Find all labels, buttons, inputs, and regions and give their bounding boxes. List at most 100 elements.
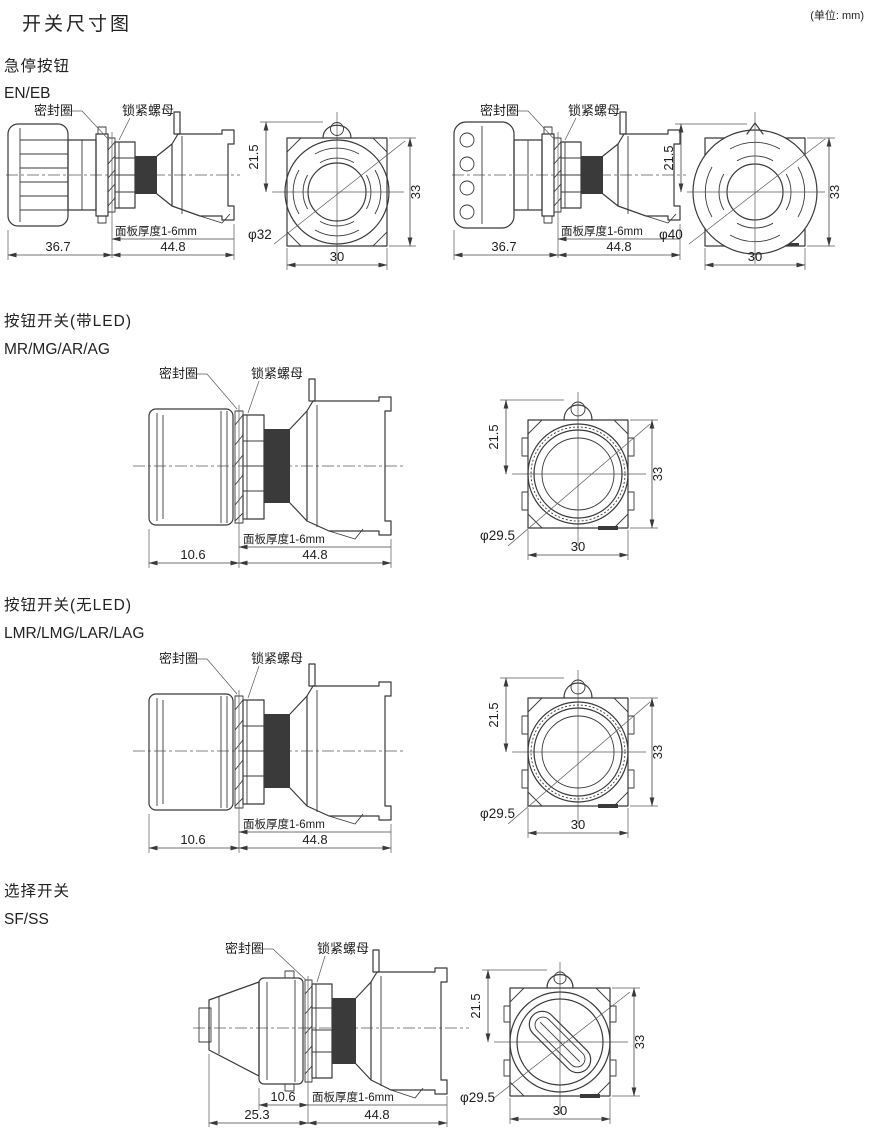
panel-thickness-label: 面板厚度1-6mm bbox=[243, 817, 325, 831]
unit-note: (单位: mm) bbox=[810, 10, 864, 22]
top-tab bbox=[563, 404, 593, 421]
section-models-emergency: EN/EB bbox=[4, 85, 51, 102]
button-face bbox=[541, 715, 615, 789]
selector-knob bbox=[198, 981, 260, 1077]
thread-section bbox=[264, 714, 290, 788]
lock-nut bbox=[242, 699, 265, 805]
dim-height: 33 bbox=[632, 1035, 647, 1049]
emergency-front-view-a: φ32 21.5 33 30 bbox=[246, 112, 423, 270]
diameter-leader bbox=[507, 701, 651, 825]
selector-knob-bar bbox=[528, 1010, 592, 1074]
page-title: 开关尺寸图 bbox=[22, 14, 133, 35]
dim-diameter: φ29.5 bbox=[480, 528, 515, 543]
dim-front-length: 10.6 bbox=[180, 832, 205, 847]
section-models-pushbutton-noled: LMR/LMG/LAR/LAG bbox=[4, 625, 145, 642]
dim-body-length: 44.8 bbox=[160, 239, 185, 254]
dim-height: 33 bbox=[650, 745, 665, 759]
emergency-side-view-b: 密封圈 锁紧螺母 面板厚度1-6mm 36.7 44.8 bbox=[452, 103, 686, 260]
lock-nut bbox=[311, 983, 333, 1079]
dim-center-to-top: 21.5 bbox=[486, 702, 501, 727]
dim-width: 30 bbox=[330, 249, 344, 264]
lock-nut bbox=[560, 141, 582, 209]
terminal-blade bbox=[308, 663, 316, 687]
lock-nut-label: 锁紧螺母 bbox=[568, 103, 620, 118]
dim-center-to-top: 21.5 bbox=[661, 145, 676, 170]
dim-diameter: φ29.5 bbox=[460, 1090, 495, 1105]
dim-height: 33 bbox=[408, 185, 423, 199]
dim-body-length: 44.8 bbox=[302, 547, 327, 562]
bezel-inner bbox=[516, 998, 604, 1086]
dim-bezel-length: 10.6 bbox=[270, 1089, 295, 1104]
dim-diameter: φ32 bbox=[248, 227, 272, 242]
thread-section bbox=[135, 156, 157, 194]
contact-block bbox=[306, 378, 392, 540]
bezel-inner bbox=[533, 707, 623, 797]
section-models-pushbutton-led: MR/MG/AR/AG bbox=[4, 341, 110, 358]
tab-hole bbox=[553, 971, 567, 985]
dim-body-length: 44.8 bbox=[302, 832, 327, 847]
contact-block bbox=[171, 111, 235, 224]
selector-side-view: 密封圈 锁紧螺母 10.6 面板厚度1-6mm 25.3 44.8 bbox=[193, 941, 469, 1127]
dim-diameter: φ29.5 bbox=[480, 806, 515, 821]
bezel-outer bbox=[527, 701, 629, 803]
section-title-pushbutton-noled: 按钮开关(无LED) bbox=[4, 597, 132, 614]
emergency-side-view-a: 密封圈 锁紧螺母 面板厚度1-6mm 36.7 44.8 bbox=[6, 103, 240, 260]
section-title-emergency: 急停按钮 bbox=[4, 58, 71, 75]
bezel-knurl bbox=[530, 426, 626, 522]
seal-ring-label: 密封圈 bbox=[34, 103, 73, 118]
diameter-leader bbox=[688, 138, 826, 245]
dim-width: 30 bbox=[571, 539, 585, 554]
thread-section bbox=[264, 429, 290, 503]
tab-hole bbox=[330, 122, 344, 136]
dim-body-length: 44.8 bbox=[606, 239, 631, 254]
bezel-outer bbox=[509, 991, 611, 1093]
panel-thickness-label: 面板厚度1-6mm bbox=[115, 224, 197, 238]
mounting-body bbox=[286, 137, 388, 247]
terminal-blade bbox=[372, 949, 380, 973]
seal-ring-label: 密封圈 bbox=[225, 941, 264, 956]
dim-front-length: 10.6 bbox=[180, 547, 205, 562]
tab-hole bbox=[570, 401, 586, 417]
bezel-knurl bbox=[530, 704, 626, 800]
bezel bbox=[258, 970, 304, 1092]
dim-width: 30 bbox=[553, 1103, 567, 1118]
section-title-selector: 选择开关 bbox=[4, 883, 71, 900]
button-bezel bbox=[148, 408, 234, 526]
bezel-inner bbox=[533, 429, 623, 519]
pushbutton-led-front-view: φ29.5 21.5 33 30 bbox=[480, 392, 665, 560]
tab-hole bbox=[570, 679, 586, 695]
panel-thickness-label: 面板厚度1-6mm bbox=[561, 224, 643, 238]
lock-nut-label: 锁紧螺母 bbox=[251, 651, 303, 666]
button-face bbox=[541, 437, 615, 511]
top-tab bbox=[322, 124, 352, 139]
contact-block bbox=[306, 663, 392, 825]
section-title-pushbutton-led: 按钮开关(带LED) bbox=[4, 313, 132, 330]
dim-width: 30 bbox=[748, 249, 762, 264]
emergency-front-view-b: φ40 21.5 33 30 bbox=[659, 112, 842, 270]
seal-ring-label: 密封圈 bbox=[480, 103, 519, 118]
lock-nut-label: 锁紧螺母 bbox=[122, 103, 174, 118]
top-tab bbox=[563, 682, 593, 699]
diameter-leader bbox=[273, 140, 406, 245]
dim-diameter: φ40 bbox=[659, 227, 683, 242]
dim-front-length: 36.7 bbox=[45, 239, 70, 254]
lock-nut-label: 锁紧螺母 bbox=[317, 941, 369, 956]
thread-section bbox=[332, 998, 356, 1064]
lock-nut bbox=[242, 414, 265, 520]
dim-body-length: 44.8 bbox=[364, 1107, 389, 1122]
seal-ring-label: 密封圈 bbox=[159, 651, 198, 666]
panel-thickness-label: 面板厚度1-6mm bbox=[243, 532, 325, 546]
terminal-blade bbox=[308, 378, 316, 402]
cap-outline bbox=[284, 139, 390, 245]
pushbutton-led-side-view: 密封圈 锁紧螺母 面板厚度1-6mm 10.6 44.8 bbox=[133, 366, 405, 568]
lock-nut bbox=[114, 141, 136, 209]
panel-thickness-label: 面板厚度1-6mm bbox=[312, 1090, 394, 1104]
seal-ring bbox=[304, 979, 313, 1083]
dim-height: 33 bbox=[650, 467, 665, 481]
pushbutton-noled-side-view: 密封圈 锁紧螺母 面板厚度1-6mm 10.6 44.8 bbox=[133, 651, 405, 853]
cap-slots bbox=[292, 147, 382, 237]
bezel-outer bbox=[527, 423, 629, 525]
contact-block bbox=[617, 111, 681, 224]
terminal-blade bbox=[619, 111, 627, 135]
